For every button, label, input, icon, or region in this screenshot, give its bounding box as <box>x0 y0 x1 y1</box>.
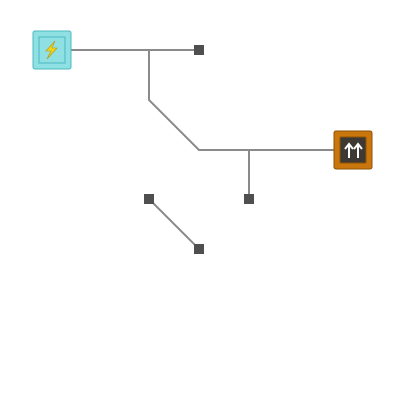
wire-node-drop[interactable] <box>244 194 254 204</box>
wire-node-free-end[interactable] <box>194 244 204 254</box>
wire-node-free-start[interactable] <box>144 194 154 204</box>
lightning-bolt-icon <box>45 40 58 60</box>
power-source-tile[interactable] <box>32 30 72 70</box>
double-up-arrow-icon <box>344 142 363 158</box>
wire-diagonal-free[interactable] <box>147 197 201 251</box>
wire-node-top-right[interactable] <box>194 45 204 55</box>
wire-branch-down[interactable] <box>148 49 334 151</box>
output-gate-tile[interactable] <box>333 130 373 170</box>
